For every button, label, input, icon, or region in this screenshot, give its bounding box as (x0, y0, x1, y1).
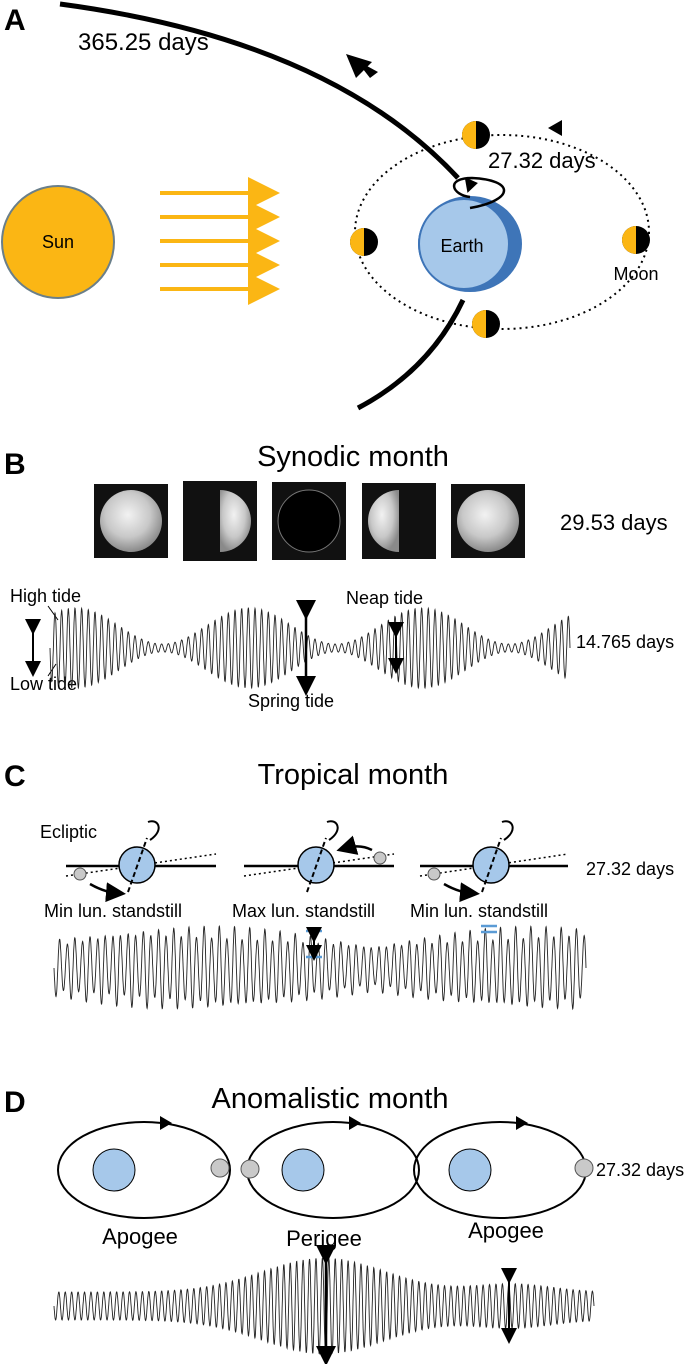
moon-lit-half (462, 121, 476, 149)
position-label-3: Apogee (468, 1218, 544, 1243)
panel-d-title: Anomalistic month (212, 1083, 449, 1115)
orbit-diagram-perigee (240, 1116, 420, 1219)
high-tide-label: High tide (10, 586, 81, 606)
tropical-period-label: 27.32 days (586, 859, 674, 879)
year-period-label: 365.25 days (78, 29, 209, 56)
moon-lit-half (350, 228, 364, 256)
earth-rotation-arrow (452, 176, 506, 210)
earth-label: Earth (440, 236, 483, 256)
panel-b-title: Synodic month (257, 441, 449, 473)
moon (373, 851, 387, 865)
high-tide-pointer (47, 605, 59, 621)
panel-c: C Tropical month Ecliptic 27.32 days (4, 759, 674, 1011)
neap-tide-label: Neap tide (346, 588, 423, 608)
ecliptic-label: Ecliptic (40, 822, 97, 842)
standstill-diagram-1 (65, 820, 217, 903)
tide-period-label: 14.765 days (576, 632, 674, 652)
moon (73, 867, 87, 881)
low-tide-pointer (47, 663, 57, 677)
earth (448, 1148, 492, 1192)
moon (240, 1159, 260, 1179)
month-period-label: 27.32 days (488, 148, 596, 173)
synodic-period-label: 29.53 days (560, 510, 668, 535)
panel-b: B Synodic month 29.53 days High tide Low… (4, 441, 674, 711)
tide-waveform (53, 924, 587, 1011)
panel-c-title: Tropical month (258, 759, 449, 791)
orbit-diagram-apogee-2 (413, 1116, 594, 1219)
standstill-diagram-3 (419, 820, 569, 903)
anomalistic-period-label: 27.32 days (596, 1160, 684, 1180)
sun-label: Sun (42, 232, 74, 252)
earth-orbit-lower (356, 298, 466, 411)
panel-letter-a: A (4, 4, 26, 37)
moon-photo-first-quarter (183, 481, 257, 561)
standstill-label-1: Min lun. standstill (44, 901, 182, 921)
tide-waveform (49, 606, 571, 690)
moon-photo-new (272, 482, 346, 560)
panel-letter-b: B (4, 448, 26, 481)
position-label-1: Apogee (102, 1224, 178, 1249)
tide-trace-synodic (49, 606, 571, 690)
moon-lit-half (622, 226, 636, 254)
moon-lit-half (472, 310, 486, 338)
moon-photo-last-quarter (362, 483, 436, 559)
earth-orbit-arrowhead (346, 54, 372, 78)
earth (92, 1148, 136, 1192)
standstill-label-3: Min lun. standstill (410, 901, 548, 921)
earth (418, 198, 510, 290)
standstill-diagram-2 (243, 820, 395, 893)
panel-a: A 365.25 days Sun 27.32 days Earth (1, 1, 659, 411)
tide-trace-anomalistic (53, 1257, 595, 1355)
moon-phase (622, 226, 650, 254)
position-label-2: Perigee (286, 1226, 362, 1251)
spring-tide-label: Spring tide (248, 691, 334, 711)
moon (574, 1158, 594, 1178)
panel-letter-d: D (4, 1086, 26, 1119)
moon-photo-full-2 (451, 484, 525, 558)
moon-phase (462, 121, 490, 149)
moon-orbit (354, 134, 650, 330)
moon-orbit-arrowhead (548, 120, 562, 136)
sun (1, 185, 115, 299)
earth-rotation-arrowhead (464, 177, 478, 193)
moon (427, 867, 441, 881)
moon-label: Moon (613, 264, 658, 284)
moon (210, 1158, 230, 1178)
earth-orbit-upper (59, 1, 460, 180)
panel-d: D Anomalistic month 27.32 days Apogee Pe… (4, 1083, 684, 1364)
moon-phase (350, 228, 378, 256)
moon-phase (472, 310, 500, 338)
standstill-label-2: Max lun. standstill (232, 901, 375, 921)
orbit-diagram-apogee-1 (57, 1116, 231, 1219)
panel-letter-c: C (4, 760, 26, 793)
tide-trace-tropical (53, 924, 587, 1011)
sunlight-arrows (160, 177, 280, 305)
moon-photo-full (94, 484, 168, 558)
tide-waveform (53, 1257, 595, 1355)
low-tide-label: Low tide (10, 674, 77, 694)
earth (281, 1148, 325, 1192)
